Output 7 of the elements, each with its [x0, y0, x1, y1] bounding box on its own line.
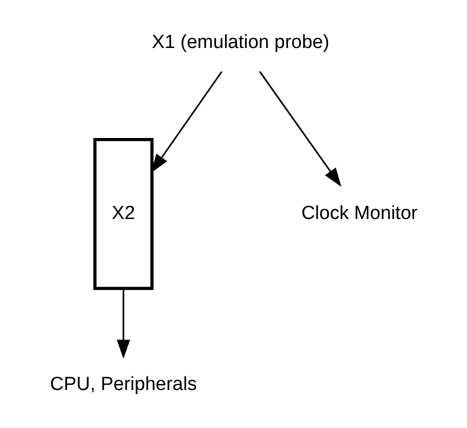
arrow [259, 71, 342, 187]
arrow [116, 288, 130, 359]
node-text: X1 (emulation probe) [152, 32, 330, 53]
node-box: X2 [93, 138, 154, 290]
node-text: Clock Monitor [301, 202, 418, 224]
node-text: CPU, Peripherals [50, 374, 197, 395]
arrow [150, 71, 222, 174]
